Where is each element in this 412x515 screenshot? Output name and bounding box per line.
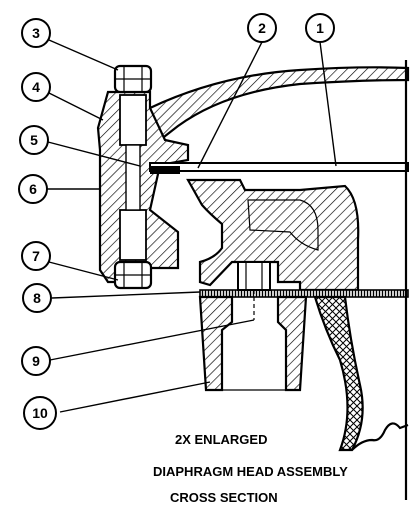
callout-4-label: 4	[32, 79, 40, 95]
callout-6-label: 6	[29, 181, 37, 197]
callout-10-label: 10	[32, 405, 48, 421]
callout-1: 1	[305, 13, 335, 43]
callout-9-label: 9	[32, 353, 40, 369]
callout-3-label: 3	[32, 25, 40, 41]
callout-5: 5	[19, 125, 49, 155]
diaphragm	[149, 162, 409, 172]
top-nut	[113, 64, 153, 94]
callout-3: 3	[21, 18, 51, 48]
caption-title: DIAPHRAGM HEAD ASSEMBLY	[153, 464, 348, 479]
leader-lines	[47, 39, 337, 413]
upper-cover	[148, 66, 410, 142]
callout-1-label: 1	[316, 20, 324, 36]
callout-2-label: 2	[258, 20, 266, 36]
callout-8-label: 8	[33, 290, 41, 306]
support-leg	[313, 295, 409, 452]
callout-4: 4	[21, 72, 51, 102]
callout-9: 9	[21, 346, 51, 376]
caption-cross-section: CROSS SECTION	[170, 490, 278, 505]
clamp-housing	[96, 90, 190, 284]
callout-10: 10	[23, 396, 57, 430]
callout-5-label: 5	[30, 132, 38, 148]
center-bolt	[237, 261, 271, 320]
seal-ring	[150, 166, 180, 174]
callout-8: 8	[22, 283, 52, 313]
callout-7-label: 7	[32, 248, 40, 264]
callout-7: 7	[21, 241, 51, 271]
lower-body	[186, 178, 360, 292]
bottom-nut	[113, 260, 153, 290]
lower-tube	[198, 295, 308, 392]
callout-2: 2	[247, 13, 277, 43]
callout-6: 6	[18, 174, 48, 204]
caption-enlarged: 2X ENLARGED	[175, 432, 268, 447]
